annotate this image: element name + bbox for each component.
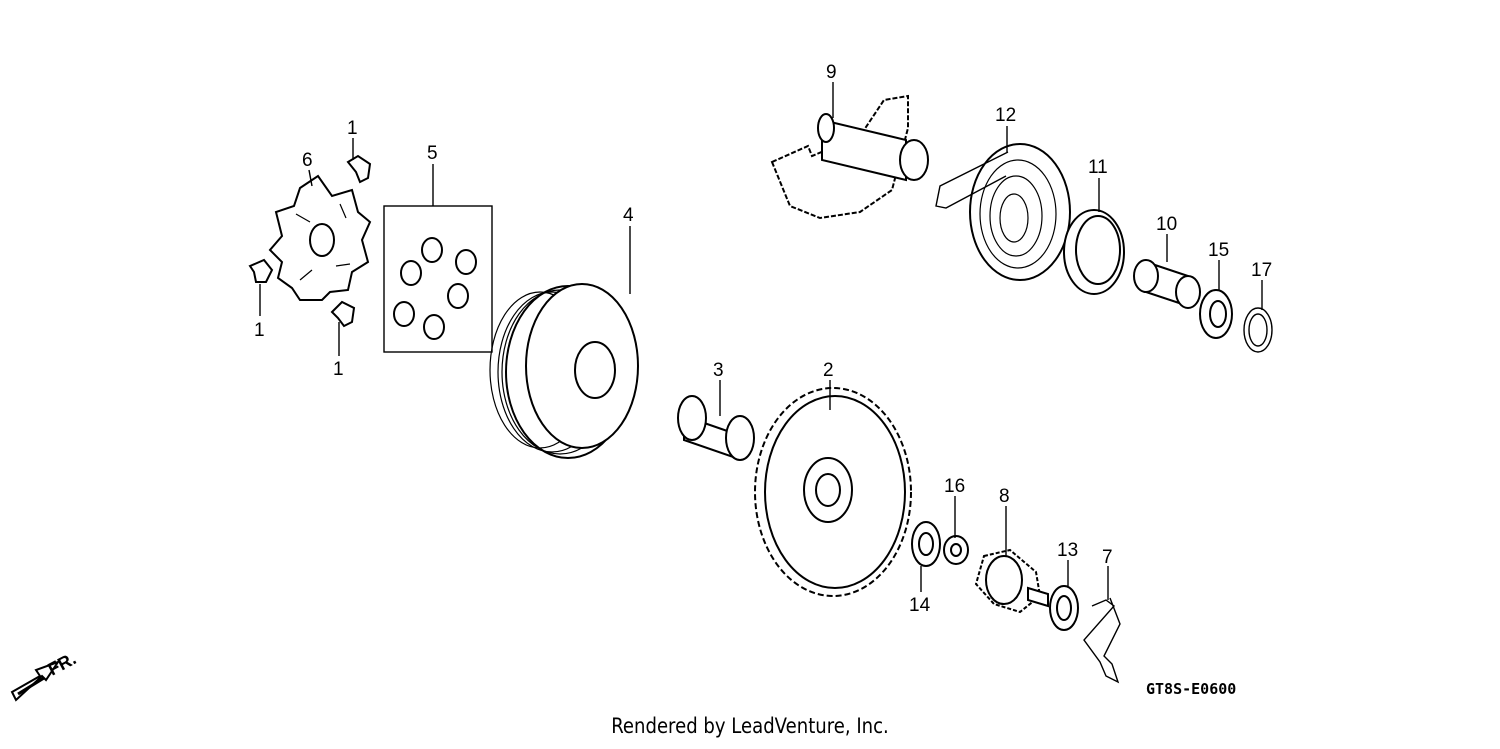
sleeve-collar-part[interactable] [677, 395, 755, 461]
washer-14-part[interactable] [911, 521, 941, 567]
pinion-gear-part[interactable] [974, 548, 1049, 614]
driven-gear-part[interactable] [754, 387, 912, 597]
callout-10: 10 [1156, 214, 1177, 235]
callout-1-left: 1 [254, 320, 265, 341]
callout-12: 12 [995, 105, 1016, 126]
kick-collar-part[interactable] [1133, 259, 1201, 309]
slide-piece-left[interactable] [248, 258, 274, 283]
callout-1-top: 1 [347, 118, 358, 139]
callout-2: 2 [823, 360, 834, 381]
spring-seat-ring-part[interactable] [1063, 209, 1125, 295]
roller-set-part[interactable] [383, 205, 493, 353]
leader-lines [259, 82, 1263, 600]
callout-1-bottom: 1 [333, 359, 344, 380]
callout-3: 3 [713, 360, 724, 381]
front-direction-arrow-icon [10, 660, 61, 702]
washer-15-part[interactable] [1199, 289, 1233, 339]
callout-16: 16 [944, 476, 965, 497]
circlip-part[interactable] [1243, 307, 1273, 353]
ramp-plate-part[interactable] [268, 174, 372, 301]
kick-shaft-part[interactable] [770, 94, 929, 220]
callout-6: 6 [302, 150, 313, 171]
bush-part[interactable] [943, 535, 969, 565]
callout-5: 5 [427, 143, 438, 164]
callout-11: 11 [1088, 157, 1108, 178]
kick-spring-part[interactable] [935, 143, 1071, 281]
washer-13-part[interactable] [1049, 585, 1079, 631]
callout-7: 7 [1102, 547, 1113, 568]
spring-clip-part[interactable] [1083, 597, 1121, 684]
render-credit: Rendered by LeadVenture, Inc. [611, 714, 889, 738]
callout-15: 15 [1208, 240, 1229, 261]
drawing-code: GT8S-E0600 [1146, 680, 1236, 698]
callout-4: 4 [623, 205, 634, 226]
callout-17: 17 [1251, 260, 1272, 281]
callout-9: 9 [826, 62, 837, 83]
callout-8: 8 [999, 486, 1010, 507]
callout-13: 13 [1057, 540, 1078, 561]
slide-piece-top[interactable] [346, 154, 372, 184]
slide-piece-bottom[interactable] [330, 300, 356, 328]
callout-14: 14 [909, 595, 931, 616]
drive-pulley-part[interactable] [489, 283, 639, 459]
